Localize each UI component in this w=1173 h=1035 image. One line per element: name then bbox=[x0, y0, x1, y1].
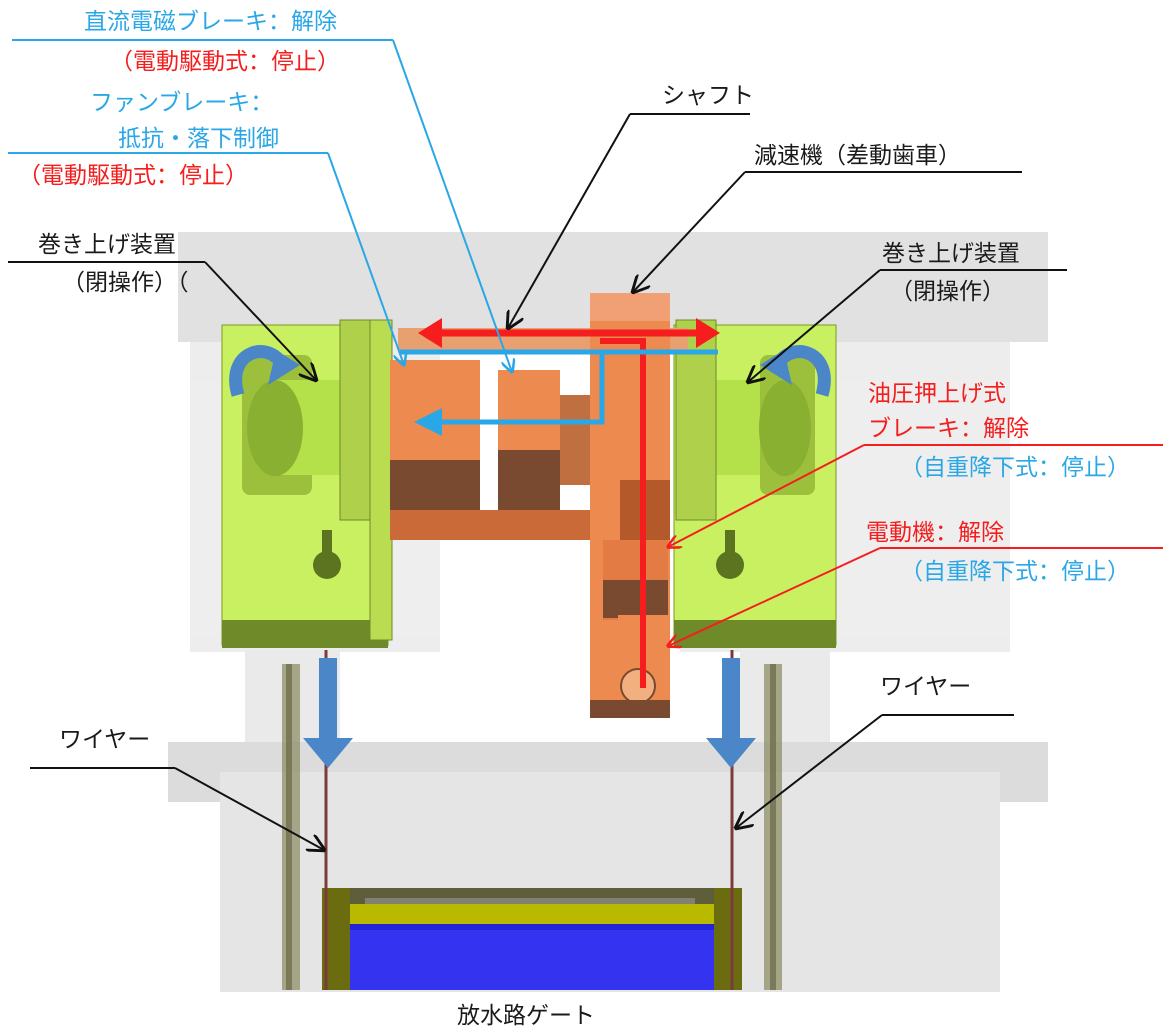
wire-right-label: ワイヤー bbox=[880, 674, 971, 700]
hoist-right-label-1: 巻き上げ装置 bbox=[882, 241, 1020, 267]
wire-left-label: ワイヤー bbox=[59, 727, 150, 753]
rotation-arrow-left bbox=[229, 345, 300, 397]
motor-label: 電動機：解除 bbox=[866, 520, 1004, 546]
fan-brake-label-2: 抵抗・落下制御 bbox=[118, 126, 279, 152]
power-path-red bbox=[600, 338, 646, 688]
dc-brake-sub-label: （電動駆動式：停止） bbox=[110, 49, 340, 75]
cyan-path-arrowhead bbox=[414, 408, 442, 436]
hoist-left-label-2: （閉操作）（ bbox=[62, 270, 189, 296]
hoist-left-label-1: 巻き上げ装置 bbox=[38, 232, 176, 258]
hydraulic-brake-label-2: ブレーキ：解除 bbox=[868, 416, 1029, 442]
dc-brake-label: 直流電磁ブレーキ：解除 bbox=[84, 9, 337, 35]
gate-leaf bbox=[322, 888, 742, 990]
hoist-right-label-2: （閉操作） bbox=[890, 279, 1005, 305]
figure-caption: 放水路ゲート bbox=[457, 1003, 595, 1029]
motor-sub-label: （自重降下式：停止） bbox=[900, 559, 1130, 585]
hoist-right bbox=[673, 319, 837, 648]
shaft-label: シャフト bbox=[662, 83, 754, 109]
power-path-cyan bbox=[400, 349, 718, 425]
rotation-arrow-right bbox=[760, 345, 831, 397]
gate-frame bbox=[282, 664, 782, 990]
shaft-arrow bbox=[418, 318, 720, 348]
down-arrow-left bbox=[303, 658, 353, 768]
hydraulic-brake-sub-label: （自重降下式：停止） bbox=[900, 455, 1130, 481]
reducer-label: 減速機（差動歯車） bbox=[754, 143, 961, 169]
down-arrow-right bbox=[706, 658, 756, 768]
fan-brake-sub-label: （電動駆動式：停止） bbox=[18, 163, 248, 189]
fan-brake-label-1: ファンブレーキ： bbox=[90, 90, 273, 116]
callout-leaders bbox=[8, 39, 1163, 850]
hydraulic-brake-label-1: 油圧押上げ式 bbox=[868, 381, 1006, 407]
